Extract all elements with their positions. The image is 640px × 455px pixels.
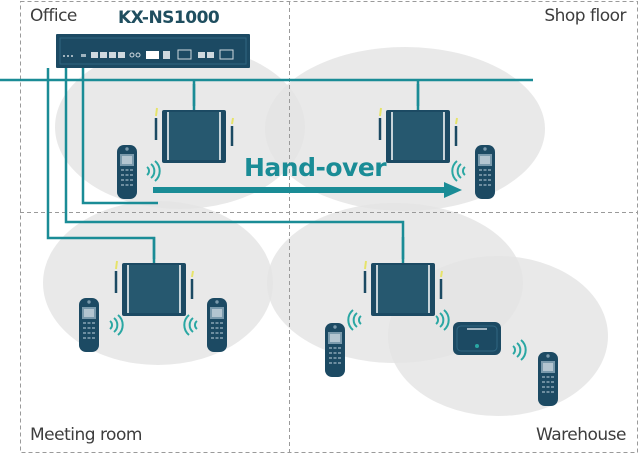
handset-shop-floor	[475, 145, 495, 199]
zone-label-shop-floor: Shop floor	[544, 6, 626, 26]
zone-label-warehouse: Warehouse	[536, 425, 626, 445]
pbx-model-label: KX-NS1000	[118, 8, 220, 28]
handover-label: Hand-over	[244, 153, 387, 182]
handover-arrow	[153, 182, 462, 198]
handset-meeting-room-right	[207, 298, 227, 352]
handset-meeting-room-left	[79, 298, 99, 352]
pbx-unit	[56, 34, 250, 68]
handset-warehouse-right	[538, 352, 558, 406]
handset-office	[117, 145, 137, 199]
repeater-unit	[453, 322, 501, 355]
zone-label-office: Office	[30, 6, 77, 26]
handset-warehouse-left	[325, 323, 345, 377]
zone-label-meeting-room: Meeting room	[30, 425, 142, 445]
zone-borders	[20, 1, 638, 453]
